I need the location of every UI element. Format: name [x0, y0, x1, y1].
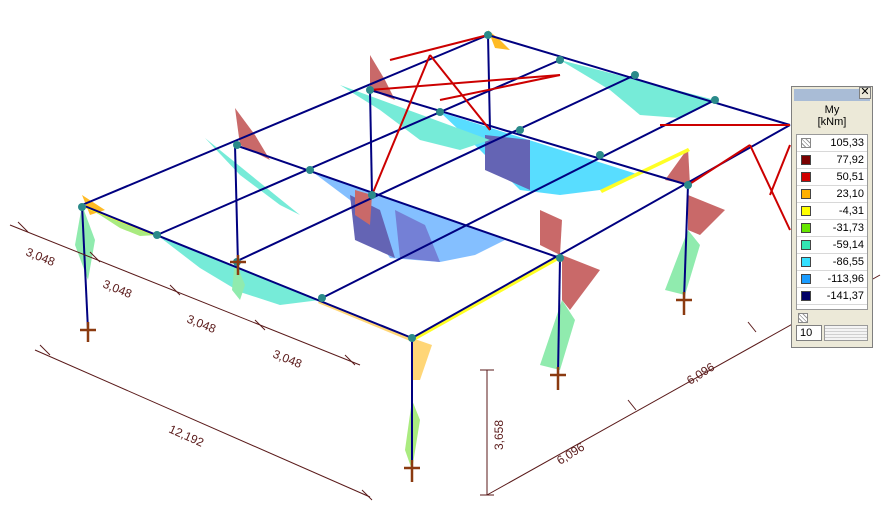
legend-value: 23,10 [836, 188, 864, 200]
dim-bay-3: 3,048 [185, 312, 218, 336]
moment-diagrams [75, 30, 725, 470]
dim-width-front: 6,096 [554, 440, 587, 468]
color-swatch [801, 257, 811, 267]
legend-steps-slider[interactable] [824, 325, 868, 341]
legend-value: 50,51 [836, 171, 864, 183]
frame-members[interactable] [81, 34, 791, 468]
dim-bay-4: 3,048 [271, 347, 304, 371]
legend-value: -59,14 [832, 239, 864, 251]
color-swatch [801, 155, 811, 165]
hatched-swatch-icon [798, 313, 808, 323]
color-swatch [801, 172, 811, 182]
dim-column-height: 3,658 [492, 420, 506, 450]
supports[interactable] [80, 255, 692, 482]
legend-titlebar[interactable] [794, 89, 870, 101]
color-swatch [801, 274, 811, 284]
legend-value: 77,92 [836, 154, 864, 166]
bracing-members[interactable] [369, 34, 791, 231]
dim-width-back: 6,096 [684, 360, 717, 388]
legend-value: -141,37 [826, 290, 864, 302]
legend-unit: [kNm] [817, 116, 847, 128]
legend-row: -31,73 [797, 220, 867, 237]
legend-row: -86,55 [797, 254, 867, 271]
legend-row: 77,92 [797, 152, 867, 169]
legend-panel[interactable]: ✕ My [kNm] 105,33 77,92 50,51 23,10 -4,3… [791, 86, 873, 348]
close-icon[interactable]: ✕ [859, 86, 871, 99]
legend-value: -4,31 [838, 205, 864, 217]
legend-quantity: My [824, 104, 840, 116]
legend-value: 105,33 [830, 137, 864, 149]
legend-row: 105,33 [797, 135, 867, 152]
legend-row: -59,14 [797, 237, 867, 254]
legend-row: -4,31 [797, 203, 867, 220]
color-swatch [801, 240, 811, 250]
dim-bay-1: 3,048 [24, 245, 57, 269]
dim-total-length: 12,192 [167, 422, 207, 450]
legend-row: -141,37 [797, 288, 867, 305]
legend-value: -113,96 [827, 273, 865, 285]
hatched-swatch-icon [801, 138, 811, 148]
color-swatch [801, 291, 811, 301]
legend-value: -31,73 [832, 222, 864, 234]
legend-color-scale: 105,33 77,92 50,51 23,10 -4,31 -31,73 -5… [796, 134, 868, 310]
legend-row: 50,51 [797, 169, 867, 186]
nodes[interactable] [78, 31, 719, 342]
dimension-lines [9, 221, 881, 501]
color-swatch [801, 189, 811, 199]
color-swatch [801, 206, 811, 216]
legend-value: -86,55 [832, 256, 864, 268]
legend-row: -113,96 [797, 271, 867, 288]
legend-row: 23,10 [797, 186, 867, 203]
color-swatch [801, 223, 811, 233]
dim-bay-2: 3,048 [101, 277, 134, 301]
legend-steps-input[interactable] [796, 325, 822, 341]
